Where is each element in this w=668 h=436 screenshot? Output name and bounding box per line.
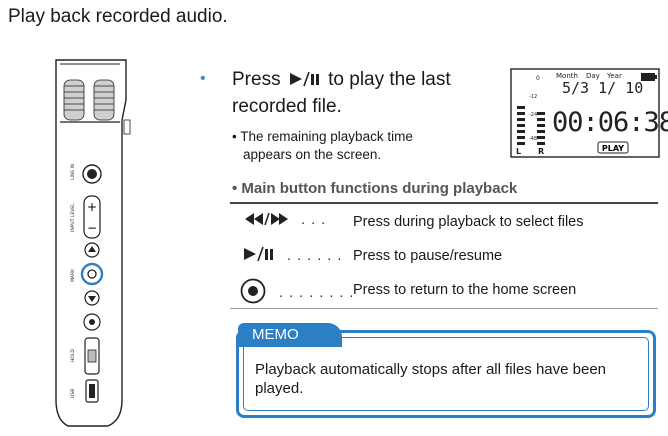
device-label-usb: USB [70, 389, 76, 398]
page-title: Play back recorded audio. [8, 6, 228, 27]
note-line1: The remaining playback time [240, 129, 413, 144]
function-row-skip: . . . Press during playback to select fi… [240, 212, 584, 236]
play-pause-icon [289, 71, 319, 87]
function-row-desc: Press to pause/resume [353, 248, 503, 264]
recorder-illustration: + − LINE IN INPUT LEVEL MARK HOLD USB [55, 59, 131, 427]
function-row-dots: . . . . . . . . [279, 285, 355, 301]
lcd-label-l: L [516, 147, 521, 156]
lcd-label-day: Day [586, 72, 600, 80]
function-row-desc: Press during playback to select files [353, 214, 584, 230]
memo-box [236, 330, 656, 418]
lcd-meter-12: -12 [529, 94, 537, 100]
lcd-display: Month Day Year 5/3 1/ 10 00:06:38 0 -12 … [510, 68, 668, 158]
memo-tab: MEMO [238, 323, 342, 347]
function-row-dots: . . . [301, 212, 327, 228]
home-button-icon [240, 278, 266, 304]
skip-back-forward-icon [245, 212, 288, 226]
lcd-label-year: Year [606, 72, 622, 80]
note-line2: appears on the screen. [243, 147, 382, 162]
press-suffix: to play the last [328, 69, 451, 90]
function-row-dots: . . . . . . [287, 248, 343, 264]
memo-text: Playback automatically stops after all f… [255, 361, 607, 397]
lcd-meter-24: -24 [529, 112, 537, 118]
lcd-meter-48: -48 [529, 136, 537, 142]
memo-inner-border [243, 337, 649, 411]
svg-text:+: + [87, 200, 97, 214]
lcd-time: 00:06:38 [552, 107, 668, 138]
functions-heading: • Main button functions during playback [232, 180, 518, 197]
lcd-label-r: R [538, 147, 544, 156]
playback-time-note: • The remaining playback time appears on… [232, 128, 413, 164]
step-bullet: • [200, 70, 206, 87]
lcd-meter-0: 0 [536, 75, 540, 82]
device-label-hold: HOLD [70, 349, 76, 362]
device-label-line-in: LINE IN [70, 164, 76, 180]
play-pause-icon [244, 246, 273, 262]
lcd-label-month: Month [556, 72, 578, 80]
lcd-play-badge: PLAY [602, 144, 624, 153]
functions-bottom-rule [230, 308, 658, 309]
device-label-input: INPUT LEVEL [70, 203, 76, 232]
functions-divider [230, 202, 658, 204]
function-row-play-pause: . . . . . . Press to pause/resume [240, 246, 502, 270]
device-label-mark: MARK [70, 268, 76, 282]
svg-text:−: − [87, 221, 97, 235]
note-bullet: • [232, 129, 237, 144]
function-row-desc: Press to return to the home screen [353, 282, 577, 298]
step-instruction: Press to play the last [232, 67, 451, 93]
step-line2: recorded file. [232, 96, 342, 117]
press-prefix: Press [232, 69, 281, 90]
lcd-date: 5/3 1/ 10 [562, 79, 643, 97]
function-row-home: . . . . . . . . Press to return to the h… [240, 278, 576, 304]
